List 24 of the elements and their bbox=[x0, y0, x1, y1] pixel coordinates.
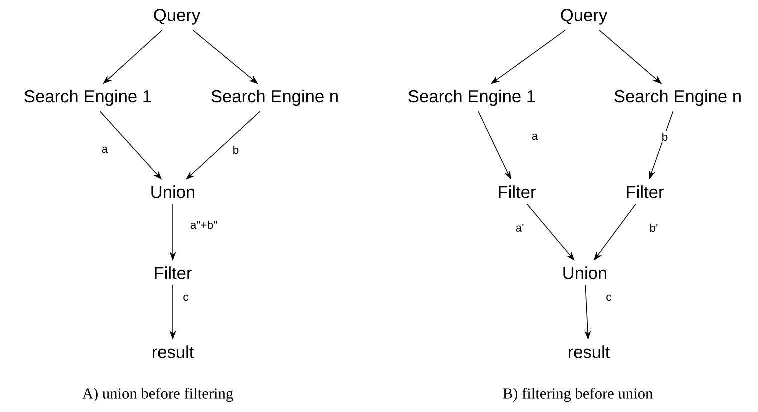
edge-label: a bbox=[530, 132, 540, 142]
node-text: Search Engine 1 bbox=[24, 90, 152, 106]
edge-label: c bbox=[604, 294, 614, 302]
node-text: Union bbox=[152, 186, 194, 198]
node-text: Union bbox=[564, 266, 606, 280]
edge-label: b' bbox=[648, 222, 660, 234]
caption: A) union before filtering bbox=[82, 388, 234, 402]
edge-label: a bbox=[100, 146, 110, 154]
node-text: result bbox=[568, 346, 610, 358]
edge-label: b bbox=[660, 132, 670, 142]
node-text: Search Engine n bbox=[614, 90, 741, 106]
node-text: Filter bbox=[155, 266, 192, 280]
node-text: Query bbox=[561, 9, 608, 25]
node-text: Search Engine 1 bbox=[408, 90, 536, 106]
caption: B) filtering before union bbox=[503, 388, 653, 402]
edge-label: a"+b" bbox=[189, 220, 219, 230]
edge-label: a' bbox=[514, 222, 526, 234]
node-text: Search Engine n bbox=[212, 90, 338, 106]
edge-label: c bbox=[182, 294, 190, 302]
node-text: Query bbox=[154, 9, 201, 25]
edge-label: b bbox=[232, 144, 240, 156]
node-text: Filter bbox=[627, 186, 664, 198]
node-text: Filter bbox=[499, 186, 536, 198]
node-text: result bbox=[152, 346, 194, 358]
